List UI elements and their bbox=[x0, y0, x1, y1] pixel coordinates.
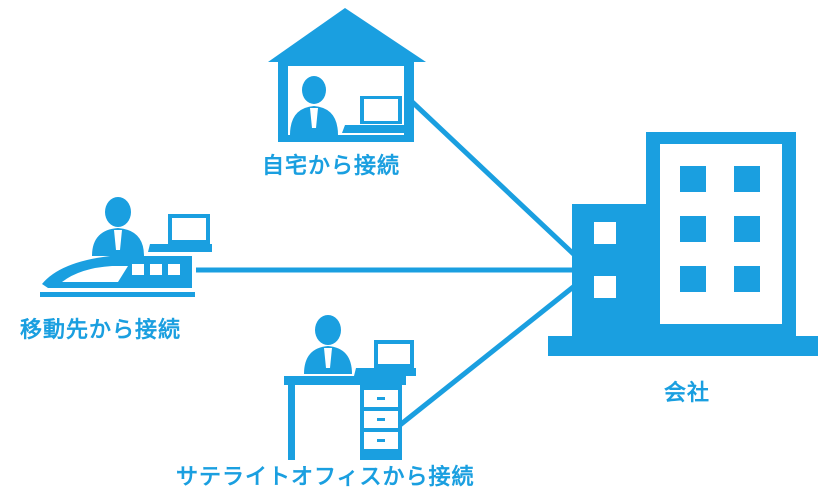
house-icon bbox=[268, 8, 426, 142]
person-icon bbox=[290, 76, 338, 135]
laptop-icon bbox=[342, 96, 404, 133]
label-satellite: サテライトオフィスから接続 bbox=[176, 465, 475, 490]
line-home-to-company bbox=[406, 96, 584, 264]
office-desk-icon bbox=[284, 315, 416, 460]
laptop-icon bbox=[148, 214, 212, 252]
bullet-train-icon bbox=[40, 197, 212, 297]
label-mobile: 移動先から接続 bbox=[20, 318, 182, 343]
office-building-icon bbox=[548, 132, 818, 356]
person-icon bbox=[304, 315, 352, 374]
label-company: 会社 bbox=[664, 381, 711, 406]
laptop-icon bbox=[354, 340, 416, 376]
person-icon bbox=[92, 197, 144, 256]
connection-lines bbox=[196, 96, 584, 427]
line-satellite-to-company bbox=[398, 278, 584, 427]
label-home: 自宅から接続 bbox=[262, 154, 401, 179]
